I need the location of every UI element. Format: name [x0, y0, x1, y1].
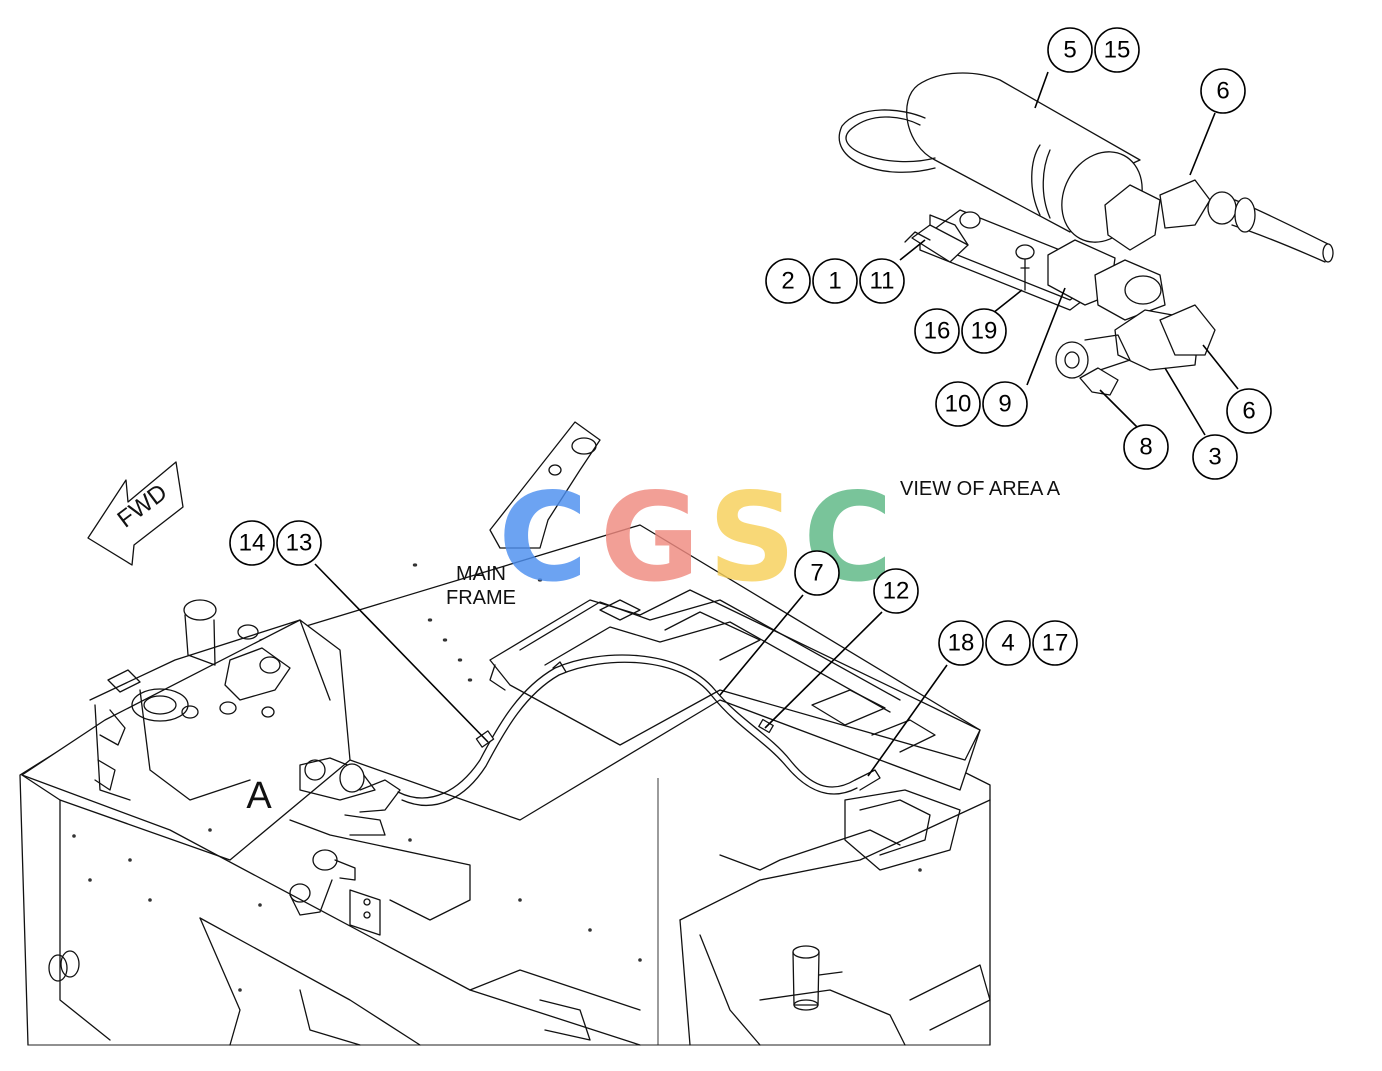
leader-lines	[314, 71, 1239, 777]
svg-text:2: 2	[781, 268, 794, 295]
main-frame-label-line1: MAIN	[456, 563, 506, 585]
callout-16: 16	[914, 308, 960, 354]
callout-13: 13	[276, 520, 322, 566]
svg-text:19: 19	[971, 318, 998, 345]
watermark-logo: C G S C	[498, 467, 893, 609]
callout-2: 2	[765, 258, 811, 304]
svg-text:6: 6	[1242, 398, 1255, 425]
svg-text:13: 13	[286, 530, 313, 557]
main-frame-label-line2: FRAME	[446, 587, 516, 609]
svg-text:7: 7	[810, 560, 823, 587]
callout-9: 9	[982, 381, 1028, 427]
svg-text:4: 4	[1001, 630, 1014, 657]
svg-text:9: 9	[998, 391, 1011, 418]
callout-15: 15	[1094, 27, 1140, 73]
callout-14: 14	[229, 520, 275, 566]
svg-text:18: 18	[948, 630, 975, 657]
svg-text:14: 14	[239, 530, 266, 557]
svg-text:11: 11	[870, 268, 895, 295]
svg-text:12: 12	[883, 578, 910, 605]
callout-8: 8	[1123, 424, 1169, 470]
callout-7: 7	[794, 550, 840, 596]
svg-text:15: 15	[1104, 37, 1131, 64]
svg-text:6: 6	[1216, 78, 1229, 105]
callout-3: 3	[1192, 434, 1238, 480]
svg-text:3: 3	[1208, 444, 1221, 471]
callout-6-bottom: 6	[1226, 388, 1272, 434]
view-of-area-label: VIEW OF AREA A	[900, 478, 1061, 500]
callout-11: 11	[859, 258, 905, 304]
machine-frame-drawing	[19, 421, 991, 1046]
callout-6-top: 6	[1200, 68, 1246, 114]
svg-text:1: 1	[828, 268, 841, 295]
svg-text:10: 10	[945, 391, 972, 418]
callout-5: 5	[1047, 27, 1093, 73]
watermark-letter-3: S	[708, 467, 796, 609]
watermark-letter-1: C	[498, 467, 588, 609]
svg-text:8: 8	[1139, 434, 1152, 461]
callout-12: 12	[873, 568, 919, 614]
svg-text:5: 5	[1063, 37, 1076, 64]
svg-text:16: 16	[924, 318, 951, 345]
area-a-label: A	[246, 775, 272, 817]
callout-17: 17	[1032, 620, 1078, 666]
svg-text:17: 17	[1042, 630, 1069, 657]
callout-18: 18	[938, 620, 984, 666]
watermark-letter-2: G	[600, 467, 700, 609]
fwd-arrow: FWD	[87, 461, 184, 566]
callout-1: 1	[812, 258, 858, 304]
callout-19: 19	[961, 308, 1007, 354]
callout-4: 4	[985, 620, 1031, 666]
callouts: 5 15 6 2 1 11 16 19 10 9 6 8 3 14 13 7 1…	[229, 27, 1272, 666]
callout-10: 10	[935, 381, 981, 427]
detail-view-fuel-pump	[838, 72, 1334, 396]
frame-bolt-holes	[72, 563, 922, 992]
